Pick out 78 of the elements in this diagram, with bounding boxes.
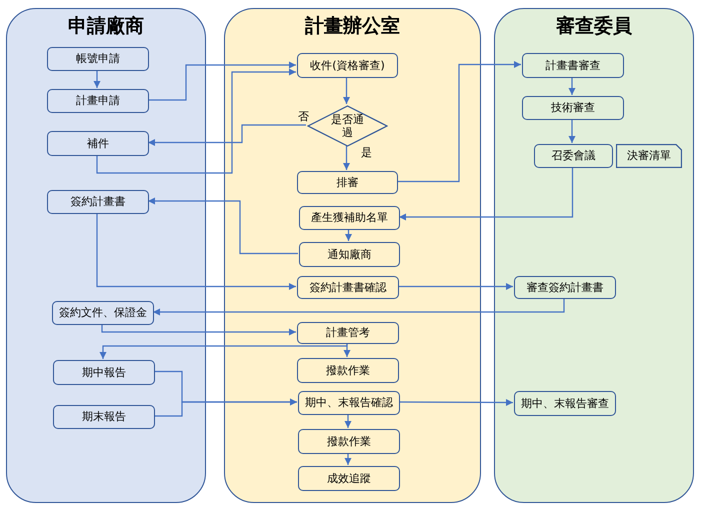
process-box xyxy=(53,360,155,385)
arrow xyxy=(148,62,296,101)
node-label: 簽約文件、保證金 xyxy=(59,306,147,320)
arrow xyxy=(397,61,521,182)
process-box xyxy=(47,131,149,156)
node-label: 補件 xyxy=(87,136,109,150)
process-box xyxy=(298,429,400,454)
process-box xyxy=(53,405,155,429)
node-label: 通知廠商 xyxy=(328,248,372,262)
arrow xyxy=(154,398,297,417)
process-box xyxy=(297,276,399,299)
node-label: 撥款作業 xyxy=(327,434,371,448)
arrow xyxy=(345,229,352,241)
node-label: 計畫申請 xyxy=(76,94,120,108)
node-label: 技術審查 xyxy=(551,101,595,115)
process-box xyxy=(297,322,399,344)
process-box xyxy=(298,466,400,491)
arrow xyxy=(153,298,565,316)
decision-diamond xyxy=(307,105,388,147)
process-box xyxy=(297,358,399,383)
node-label: 簽約計畫書 xyxy=(70,195,126,209)
node-label: 收件(資格審查) xyxy=(310,58,385,72)
node-label: 期中報告 xyxy=(82,366,126,380)
arrow xyxy=(101,324,296,336)
node-label: 簽約計畫書確認 xyxy=(310,280,386,294)
arrow xyxy=(148,198,298,254)
process-box xyxy=(514,391,616,416)
arrow xyxy=(399,398,513,406)
arrow xyxy=(344,414,352,428)
process-box xyxy=(47,89,149,113)
process-box xyxy=(534,144,613,168)
arrow xyxy=(100,343,348,359)
node-label: 審查簽約計畫書 xyxy=(526,280,604,294)
node-label: 成效追蹤 xyxy=(327,472,371,486)
process-box xyxy=(52,301,154,325)
node-label: 計畫管考 xyxy=(326,326,370,340)
process-box xyxy=(299,206,400,230)
node-label: 期中、末報告確認 xyxy=(305,396,393,410)
node-label: 撥款作業 xyxy=(326,364,370,378)
arrow xyxy=(343,146,350,170)
process-box xyxy=(514,276,616,299)
process-box xyxy=(522,53,624,78)
arrow xyxy=(568,77,576,95)
edge-label: 是 xyxy=(360,147,373,158)
node-label: 排審 xyxy=(336,176,358,190)
lane-title: 審查委員 xyxy=(555,15,633,39)
arrow xyxy=(96,68,296,174)
arrow xyxy=(148,124,306,146)
lane-title: 計畫辦公室 xyxy=(304,15,401,39)
edge-label: 否 xyxy=(297,111,310,122)
node-label: 期中、末報告審查 xyxy=(521,396,609,410)
arrow xyxy=(343,77,350,104)
lane-title: 申請廠商 xyxy=(67,15,145,39)
swimlane xyxy=(494,8,694,503)
arrow xyxy=(399,167,574,220)
process-box xyxy=(47,47,149,71)
arrow xyxy=(94,70,100,88)
arrow xyxy=(398,283,513,290)
node-label: 召委會議 xyxy=(552,149,596,163)
process-box xyxy=(522,96,624,120)
arrow xyxy=(344,343,350,357)
node-label: 產生獲補助名單 xyxy=(311,211,388,225)
node-label: 計畫書審查 xyxy=(546,58,600,72)
document-box xyxy=(616,144,682,168)
arrow xyxy=(568,119,576,143)
node-label: 是否通過 xyxy=(330,112,365,140)
node-label: 期末報告 xyxy=(82,410,126,424)
swimlane xyxy=(6,8,206,503)
arrow xyxy=(96,213,296,290)
process-box xyxy=(297,171,398,194)
process-box xyxy=(299,242,400,267)
process-box xyxy=(47,190,149,214)
swimlane xyxy=(224,8,481,503)
process-box xyxy=(297,53,398,78)
process-box xyxy=(298,391,400,415)
node-label: 帳號申請 xyxy=(76,52,120,66)
node-label: 決審清單 xyxy=(627,149,671,163)
arrow xyxy=(344,453,352,465)
